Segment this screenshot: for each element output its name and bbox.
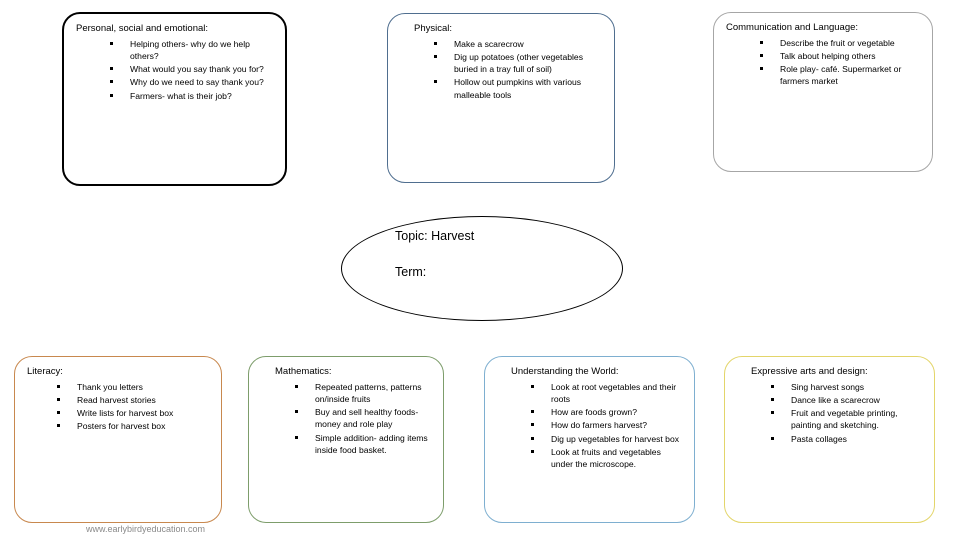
topic-box-mathematics: Mathematics: Repeated patterns, patterns…	[248, 356, 444, 523]
topic-box-personal-social-emotional: Personal, social and emotional: Helping …	[62, 12, 287, 186]
list-item: Look at root vegetables and their roots	[531, 381, 684, 405]
box-title-expressive-arts-design: Expressive arts and design:	[751, 366, 868, 377]
box-title-understanding-the-world: Understanding the World:	[511, 366, 619, 377]
bullet-list-communication-language: Describe the fruit or vegetable Talk abo…	[726, 37, 922, 88]
list-item: Role play- café. Supermarket or farmers …	[760, 63, 922, 87]
list-item: Pasta collages	[771, 433, 924, 445]
list-item: Simple addition- adding items inside foo…	[295, 432, 433, 456]
list-item: Make a scarecrow	[434, 38, 604, 50]
bullet-list-expressive-arts-design: Sing harvest songs Dance like a scarecro…	[737, 381, 924, 445]
list-item: Thank you letters	[57, 381, 211, 393]
list-item: Why do we need to say thank you?	[110, 76, 275, 88]
topic-box-understanding-the-world: Understanding the World: Look at root ve…	[484, 356, 695, 523]
box-title-personal-social-emotional: Personal, social and emotional:	[76, 23, 209, 34]
list-item: Dance like a scarecrow	[771, 394, 924, 406]
list-item: Helping others- why do we help others?	[110, 38, 275, 62]
list-item: Farmers- what is their job?	[110, 90, 275, 102]
list-item: What would you say thank you for?	[110, 63, 275, 75]
topic-box-communication-language: Communication and Language: Describe the…	[713, 12, 933, 172]
bullet-list-physical: Make a scarecrow Dig up potatoes (other …	[400, 38, 604, 101]
topic-box-expressive-arts-design: Expressive arts and design: Sing harvest…	[724, 356, 935, 523]
term-label: Term:	[395, 265, 427, 279]
footer-website-url: www.earlybirdyeducation.com	[86, 524, 206, 534]
list-item: Sing harvest songs	[771, 381, 924, 393]
topic-box-literacy: Literacy: Thank you letters Read harvest…	[14, 356, 222, 523]
topic-title: Topic: Harvest	[395, 229, 475, 243]
box-title-literacy: Literacy:	[27, 366, 63, 377]
list-item: Posters for harvest box	[57, 420, 211, 432]
list-item: Describe the fruit or vegetable	[760, 37, 922, 49]
list-item: Write lists for harvest box	[57, 407, 211, 419]
list-item: Talk about helping others	[760, 50, 922, 62]
list-item: Hollow out pumpkins with various malleab…	[434, 76, 604, 100]
topic-box-physical: Physical: Make a scarecrow Dig up potato…	[387, 13, 615, 183]
list-item: Look at fruits and vegetables under the …	[531, 446, 684, 470]
bullet-list-understanding-the-world: Look at root vegetables and their roots …	[497, 381, 684, 470]
list-item: How are foods grown?	[531, 406, 684, 418]
list-item: How do farmers harvest?	[531, 419, 684, 431]
bullet-list-literacy: Thank you letters Read harvest stories W…	[27, 381, 211, 433]
list-item: Read harvest stories	[57, 394, 211, 406]
list-item: Fruit and vegetable printing, painting a…	[771, 407, 924, 431]
list-item: Dig up vegetables for harvest box	[531, 433, 684, 445]
list-item: Buy and sell healthy foods- money and ro…	[295, 406, 433, 430]
box-title-mathematics: Mathematics:	[275, 366, 332, 377]
box-title-communication-language: Communication and Language:	[726, 22, 859, 33]
bullet-list-personal-social-emotional: Helping others- why do we help others? W…	[76, 38, 275, 102]
list-item: Repeated patterns, patterns on/inside fr…	[295, 381, 433, 405]
bullet-list-mathematics: Repeated patterns, patterns on/inside fr…	[261, 381, 433, 456]
list-item: Dig up potatoes (other vegetables buried…	[434, 51, 604, 75]
box-title-physical: Physical:	[414, 23, 453, 34]
center-topic-ellipse: Topic: Harvest Term:	[341, 216, 623, 321]
